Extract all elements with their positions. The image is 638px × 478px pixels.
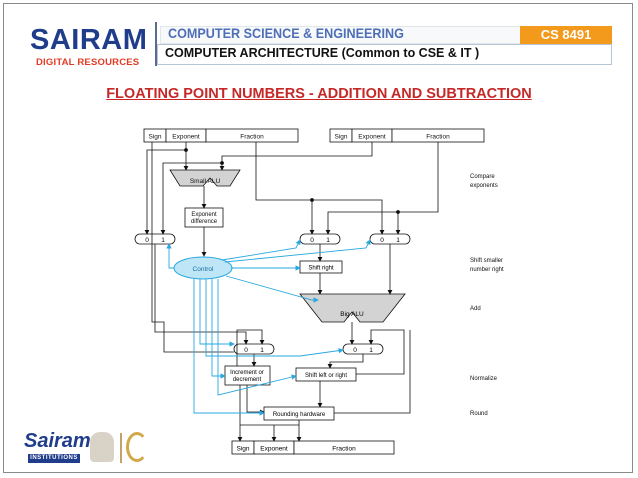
svg-text:1: 1 [396, 237, 400, 244]
rounding-hardware-box: Rounding hardware [263, 406, 335, 421]
operand-a-fraction: Fraction [240, 134, 264, 141]
founder-portrait-icon [90, 432, 114, 462]
svg-text:Shift right: Shift right [308, 266, 334, 272]
control-label: Control [193, 266, 215, 273]
operand-b-register: Sign Exponent Fraction [329, 128, 485, 143]
shift-right-box: Shift right [299, 260, 343, 274]
svg-text:Shift smaller: Shift smaller [470, 258, 503, 264]
data-wires [144, 142, 439, 442]
svg-text:Exponent: Exponent [260, 446, 288, 453]
svg-text:0: 0 [244, 347, 248, 354]
slide-frame [3, 3, 633, 473]
footer-divider [120, 433, 122, 463]
step-labels: Compare exponents Shift smaller number r… [470, 174, 504, 417]
svg-text:Shift left or right: Shift left or right [305, 373, 347, 379]
svg-text:Sign: Sign [236, 446, 249, 453]
svg-text:Fraction: Fraction [332, 446, 356, 453]
operand-a-exponent: Exponent [172, 134, 200, 141]
svg-text:Rounding hardware: Rounding hardware [273, 412, 326, 418]
svg-text:decrement: decrement [233, 377, 262, 383]
svg-text:Big ALU: Big ALU [340, 311, 364, 318]
svg-text:Compare: Compare [470, 174, 495, 180]
operand-b-exponent: Exponent [358, 134, 386, 141]
crescent-emblem-icon [126, 432, 148, 462]
small-alu-label: Small ALU [190, 178, 221, 185]
svg-text:0: 0 [145, 237, 149, 244]
footer-logo-text: Sairam [24, 430, 91, 452]
operand-a-register: Sign Exponent Fraction [143, 128, 299, 143]
shift-left-right-box: Shift left or right [295, 367, 357, 382]
footer-logo: Sairam INSTITUTIONS [18, 430, 148, 468]
svg-text:0: 0 [353, 347, 357, 354]
svg-text:Add: Add [470, 306, 481, 312]
exponent-difference-box: Exponent difference [184, 207, 224, 228]
small-alu: Small ALU [169, 169, 241, 187]
svg-text:1: 1 [161, 237, 165, 244]
mux-exp-result: 0 1 [233, 343, 275, 355]
svg-text:1: 1 [369, 347, 373, 354]
exp-diff-line2: difference [191, 219, 218, 225]
big-alu: Big ALU [299, 293, 406, 323]
svg-text:1: 1 [260, 347, 264, 354]
svg-text:Normalize: Normalize [470, 376, 498, 382]
course-code-badge: CS 8491 [520, 26, 612, 44]
sairam-logo: SAIRAM DIGITAL RESOURCES [30, 22, 150, 69]
svg-text:exponents: exponents [470, 183, 498, 189]
svg-text:0: 0 [380, 237, 384, 244]
control-unit: Control [173, 256, 233, 280]
svg-text:0: 0 [310, 237, 314, 244]
logo-sub-text: DIGITAL RESOURCES [36, 57, 140, 68]
operand-b-fraction: Fraction [426, 134, 450, 141]
header-divider [155, 22, 157, 66]
control-wires [166, 239, 371, 416]
svg-text:number right: number right [470, 267, 504, 273]
subject-title: COMPUTER ARCHITECTURE (Common to CSE & I… [165, 46, 480, 60]
mux-fraction-b: 0 1 [369, 233, 411, 245]
footer-logo-sub: INSTITUTIONS [28, 454, 80, 463]
mux-fraction-a: 0 1 [299, 233, 341, 245]
svg-text:Increment or: Increment or [230, 370, 264, 376]
svg-text:Round: Round [470, 411, 488, 417]
svg-text:1: 1 [326, 237, 330, 244]
operand-a-sign: Sign [148, 134, 161, 141]
slide-title: FLOATING POINT NUMBERS - ADDITION AND SU… [106, 86, 532, 102]
logo-main-text: SAIRAM [30, 24, 148, 56]
department-name: COMPUTER SCIENCE & ENGINEERING [168, 25, 404, 41]
increment-decrement-box: Increment or decrement [224, 365, 271, 386]
mux-exponent: 0 1 [134, 233, 176, 245]
result-register: Sign Exponent Fraction [231, 440, 395, 455]
exp-diff-line1: Exponent [191, 212, 217, 218]
mux-frac-result: 0 1 [342, 343, 384, 355]
operand-b-sign: Sign [334, 134, 347, 141]
header-bottom-bar [157, 44, 612, 65]
